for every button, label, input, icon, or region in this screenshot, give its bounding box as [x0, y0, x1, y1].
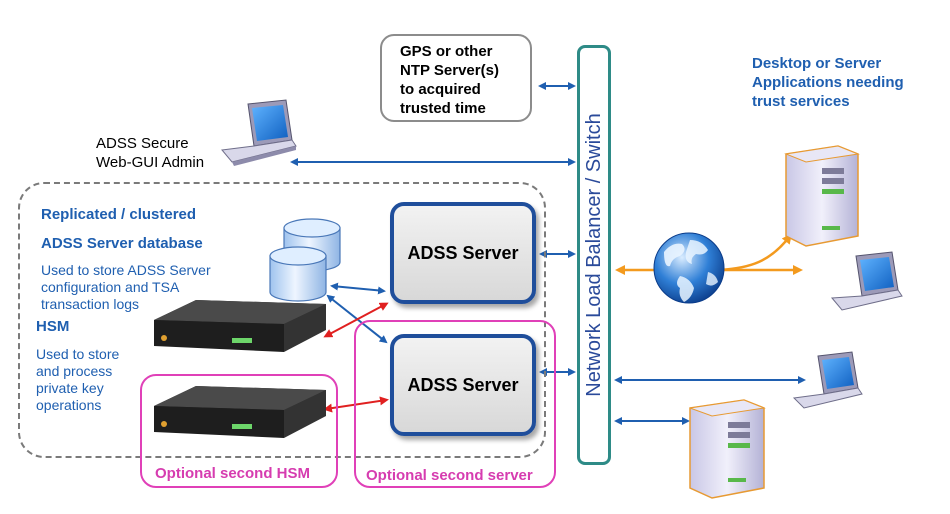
optional-hsm-label: Optional second HSM [155, 465, 311, 482]
internet-branch-arrow [719, 233, 792, 272]
hsm-appliance-icon [154, 386, 326, 438]
database-desc-line: transaction logs [41, 296, 140, 312]
admin-laptop-icon [221, 99, 297, 166]
database-desc-line: configuration and TSA [41, 279, 180, 295]
gps-line: GPS or other [400, 43, 493, 60]
gps-ntp-box: GPS or other NTP Server(s) to acquired t… [380, 34, 532, 122]
load-balancer-bar [577, 45, 611, 465]
hsm-desc-line: Used to store [36, 346, 120, 362]
client-server-tower-icon [784, 145, 860, 247]
admin-line: ADSS Secure [96, 135, 189, 152]
gps-line: to acquired [400, 81, 481, 98]
database-icon [269, 218, 341, 302]
clients-line: trust services [752, 93, 850, 110]
hsm-title: HSM [36, 318, 70, 335]
client-laptop-icon [792, 351, 863, 409]
database-desc-line: Used to store ADSS Server [41, 262, 211, 278]
clients-line: Desktop or Server [752, 55, 882, 72]
db-server1-arrow [330, 282, 386, 295]
server-label: ADSS Server [407, 242, 519, 263]
server-label: ADSS Server [407, 374, 519, 395]
admin-label: ADSS Secure Web-GUI Admin [96, 134, 204, 172]
admin-line: Web-GUI Admin [96, 154, 205, 171]
hsm-server1-arrow [323, 302, 389, 338]
internet-globe-icon [653, 232, 725, 304]
optional-server-box [354, 320, 556, 488]
gps-line: trusted time [400, 100, 486, 117]
hsm-appliance-icon [154, 300, 326, 352]
adss-server-primary: ADSS Server [390, 202, 536, 304]
load-balancer-label: Network Load Balancer / Switch [583, 113, 605, 397]
database-title: Replicated / clustered [41, 206, 197, 223]
database-description: Used to store ADSS Server configuration … [41, 262, 211, 313]
optional-server-label: Optional second server [366, 467, 533, 484]
optional-hsm-box [140, 374, 338, 488]
hsm-desc-line: and process [36, 363, 113, 379]
hsm-description: Used to store and process private key op… [36, 346, 119, 414]
gps-line: NTP Server(s) [400, 62, 499, 79]
hsm-desc-line: operations [36, 397, 102, 413]
client-laptop-icon [830, 251, 903, 311]
adss-server-secondary: ADSS Server [390, 334, 536, 436]
database-subtitle: ADSS Server database [41, 235, 203, 252]
clients-label: Desktop or Server Applications needing t… [752, 54, 904, 111]
hsm-desc-line: private key [36, 380, 104, 396]
client-server-tower-icon [689, 399, 766, 499]
clients-line: Applications needing [752, 74, 904, 91]
